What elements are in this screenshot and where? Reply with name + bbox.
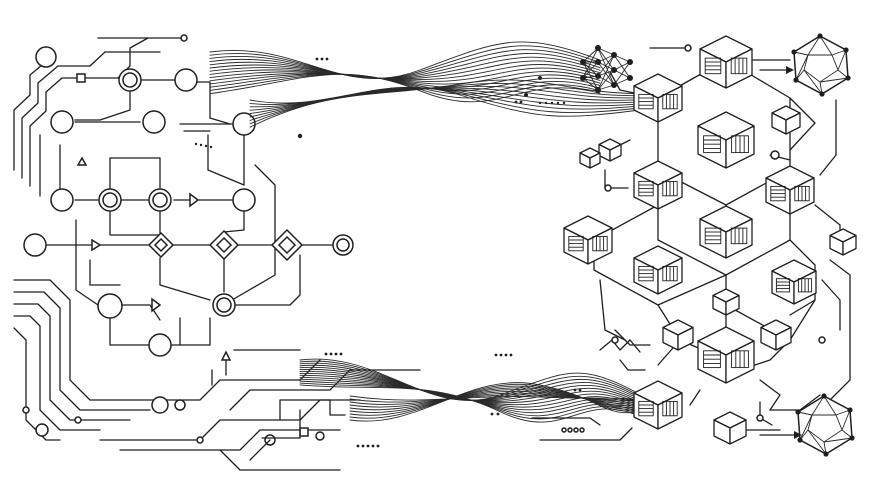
wave-line <box>299 382 651 420</box>
blockchain-network <box>531 33 857 457</box>
data-stream-waves <box>209 41 651 423</box>
wave-line <box>209 64 601 81</box>
wave-line <box>349 385 651 416</box>
cube-icon <box>829 228 857 256</box>
wave-line <box>209 49 601 79</box>
wave-line <box>299 364 651 406</box>
wave-line <box>209 60 601 80</box>
cube-icon <box>633 245 683 295</box>
cube-icon <box>579 147 601 169</box>
cube-icon <box>697 111 755 169</box>
wave-line <box>349 387 651 413</box>
cube-icon <box>662 319 694 351</box>
wave-line <box>209 71 601 85</box>
flow-node-circle <box>232 188 256 212</box>
flow-node-circle <box>232 112 256 136</box>
cube-icon <box>633 380 683 430</box>
polyhedron-network-icon <box>791 33 851 97</box>
wave-line <box>299 362 651 404</box>
wave-line <box>349 383 651 419</box>
cube-icon <box>771 105 801 135</box>
wave-line <box>349 382 651 422</box>
flow-node-diamond <box>147 231 175 259</box>
wave-line <box>209 53 601 79</box>
flow-node-circle <box>50 110 74 134</box>
flow-node-diamond <box>208 229 240 261</box>
cube-icon <box>697 326 755 384</box>
dot-chain <box>531 417 633 441</box>
wave-line <box>299 368 651 409</box>
wave-line <box>299 384 651 423</box>
wave-line <box>209 67 601 82</box>
cube-icon <box>771 259 817 305</box>
flow-node-diamond <box>270 228 304 262</box>
wave-line <box>249 79 641 128</box>
wave-line <box>209 45 601 79</box>
flow-node-circle <box>174 68 198 92</box>
flow-node-circle <box>148 333 172 357</box>
wave-line <box>209 41 601 79</box>
neural-network-icon <box>580 45 633 93</box>
wave-line <box>209 73 601 103</box>
cube-icon <box>699 35 753 89</box>
wave-line <box>349 395 651 401</box>
wave-line <box>299 374 651 414</box>
wave-line <box>209 56 601 79</box>
wave-line <box>349 394 651 403</box>
flowchart <box>23 57 582 448</box>
wave-line <box>209 73 601 92</box>
flow-node-circle <box>23 233 47 257</box>
flow-node-circle <box>142 110 166 134</box>
circuit-traces-left <box>13 34 421 471</box>
wave-line <box>299 360 651 403</box>
wave-line <box>349 392 651 405</box>
cube-icon <box>765 165 815 215</box>
polyhedron-network-icon <box>795 393 855 457</box>
flow-node-circle <box>50 188 74 212</box>
cube-icon <box>760 319 792 351</box>
cube-icon <box>713 411 747 445</box>
cube-icon <box>633 73 683 123</box>
wave-line <box>349 389 651 411</box>
cube-icon <box>699 205 753 259</box>
wave-line <box>349 390 651 408</box>
wave-line <box>299 372 651 412</box>
cube-icon <box>563 215 613 265</box>
cube-icon <box>598 138 622 162</box>
wave-line <box>299 366 651 407</box>
cube-icon <box>633 160 683 210</box>
cube-icon <box>712 288 740 316</box>
flow-node-circle <box>97 293 123 319</box>
wave-line <box>299 371 651 411</box>
wave-line <box>209 72 601 88</box>
